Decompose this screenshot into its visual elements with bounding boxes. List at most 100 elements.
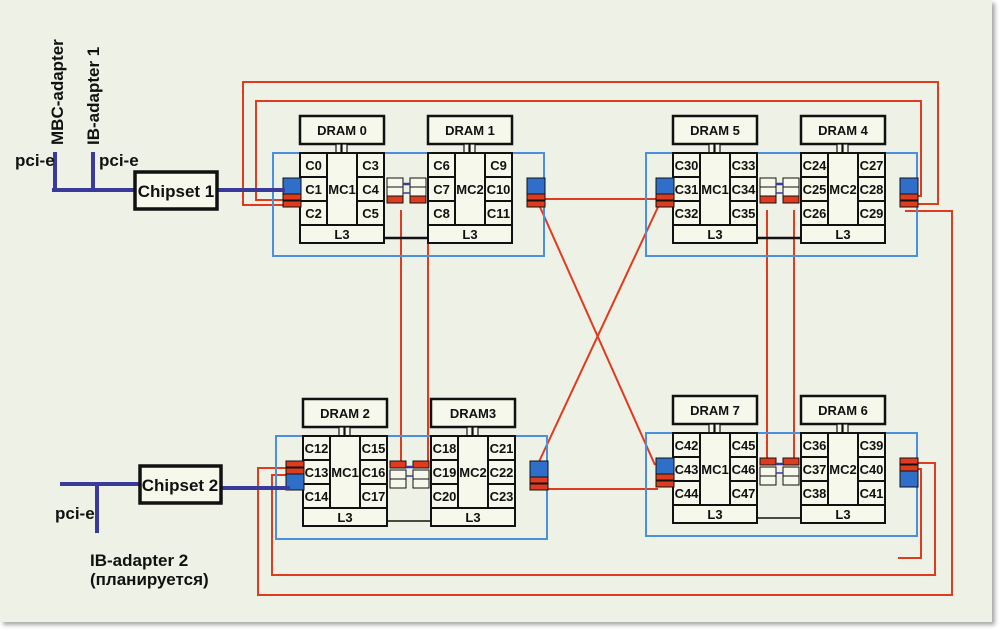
core-label: C23 (490, 489, 514, 504)
mc-label: MC1 (328, 182, 355, 197)
port-slot (782, 186, 800, 197)
core-label: C10 (487, 182, 511, 197)
port-red (899, 464, 919, 472)
memory-controller[interactable] (827, 432, 859, 506)
port-red (389, 460, 407, 469)
core-cell[interactable] (857, 176, 886, 202)
core-label: C35 (732, 206, 756, 221)
port-slot (782, 475, 800, 486)
port-red (285, 467, 305, 475)
core-label: C16 (362, 465, 386, 480)
core-label: C3 (362, 158, 379, 173)
core-label: C5 (362, 206, 379, 221)
l3-cache[interactable] (800, 224, 886, 244)
port-blue (655, 177, 675, 195)
dram-box[interactable] (671, 114, 759, 146)
core-cell[interactable] (729, 480, 758, 506)
core-cell[interactable] (729, 200, 758, 226)
dram-connector (836, 143, 843, 154)
core-label: C30 (675, 158, 699, 173)
core-cell[interactable] (430, 459, 459, 485)
l3-label: L3 (337, 510, 352, 525)
core-label: C41 (860, 486, 884, 501)
l3-label: L3 (462, 227, 477, 242)
port-blue (526, 177, 546, 195)
core-label: C4 (362, 182, 379, 197)
port-slot (782, 177, 800, 188)
port-blue (285, 473, 305, 491)
port-blue (899, 470, 919, 488)
l3-cache[interactable] (672, 504, 758, 524)
chipset-1-label: Chipset 1 (138, 182, 215, 201)
core-label: C9 (490, 158, 507, 173)
ib-adapter-2-note: (планируется) (90, 570, 209, 589)
core-label: C38 (803, 486, 827, 501)
dram-connector (463, 143, 470, 154)
l3-cache[interactable] (430, 507, 516, 527)
core-label: C36 (803, 438, 827, 453)
mc-label: MC1 (331, 465, 358, 480)
interconnect-link (257, 210, 953, 596)
port-slot (412, 478, 430, 489)
port-red (899, 200, 919, 208)
core-cell[interactable] (857, 456, 886, 482)
chipset-1-box[interactable] (133, 170, 219, 211)
core-label: C24 (803, 158, 828, 173)
core-label: C43 (675, 462, 699, 477)
mc-label: MC2 (829, 182, 856, 197)
core-label: C8 (433, 206, 450, 221)
dram-box[interactable] (429, 397, 517, 429)
core-cell[interactable] (484, 200, 513, 226)
l3-cache[interactable] (299, 224, 385, 244)
core-cell[interactable] (356, 152, 385, 178)
port-red (899, 193, 919, 201)
mc-label: MC1 (701, 462, 728, 477)
dram-label: DRAM 2 (320, 406, 370, 421)
memory-controller[interactable] (454, 152, 486, 226)
core-label: C6 (433, 158, 450, 173)
core-label: C0 (305, 158, 322, 173)
core-label: C44 (675, 486, 700, 501)
core-label: C11 (487, 206, 510, 221)
dram-label: DRAM3 (450, 406, 496, 421)
dram-connector (708, 143, 715, 154)
port-red (899, 457, 919, 465)
dram-connector (708, 423, 715, 434)
core-cell[interactable] (430, 483, 459, 509)
core-label: C15 (362, 441, 386, 456)
core-cell[interactable] (430, 435, 459, 461)
dram-label: DRAM 7 (690, 403, 740, 418)
dram-connector (344, 426, 351, 437)
memory-controller[interactable] (699, 152, 731, 226)
l3-cache[interactable] (427, 224, 513, 244)
port-slot (759, 475, 777, 486)
core-cell[interactable] (359, 483, 388, 509)
l3-cache[interactable] (672, 224, 758, 244)
core-label: C2 (305, 206, 322, 221)
core-cell[interactable] (729, 152, 758, 178)
dram-connector (335, 143, 342, 154)
mc-label: MC1 (701, 182, 728, 197)
l3-cache[interactable] (800, 504, 886, 524)
port-slot (412, 469, 430, 480)
dram-connector (466, 426, 473, 437)
dram-box[interactable] (671, 394, 759, 426)
dram-box[interactable] (799, 394, 887, 426)
pci-e-label-2: pci-e (99, 151, 139, 170)
dram-label: DRAM 6 (818, 403, 868, 418)
l3-cache[interactable] (302, 507, 388, 527)
core-label: C12 (305, 441, 329, 456)
core-cell[interactable] (356, 200, 385, 226)
pci-e-label-3: pci-e (55, 504, 95, 523)
core-label: C32 (675, 206, 699, 221)
chipset-2-box[interactable] (138, 464, 223, 505)
dram-connector (842, 143, 849, 154)
port-red (285, 460, 305, 468)
core-cell[interactable] (729, 176, 758, 202)
port-red (529, 483, 549, 491)
l3-label: L3 (334, 227, 349, 242)
